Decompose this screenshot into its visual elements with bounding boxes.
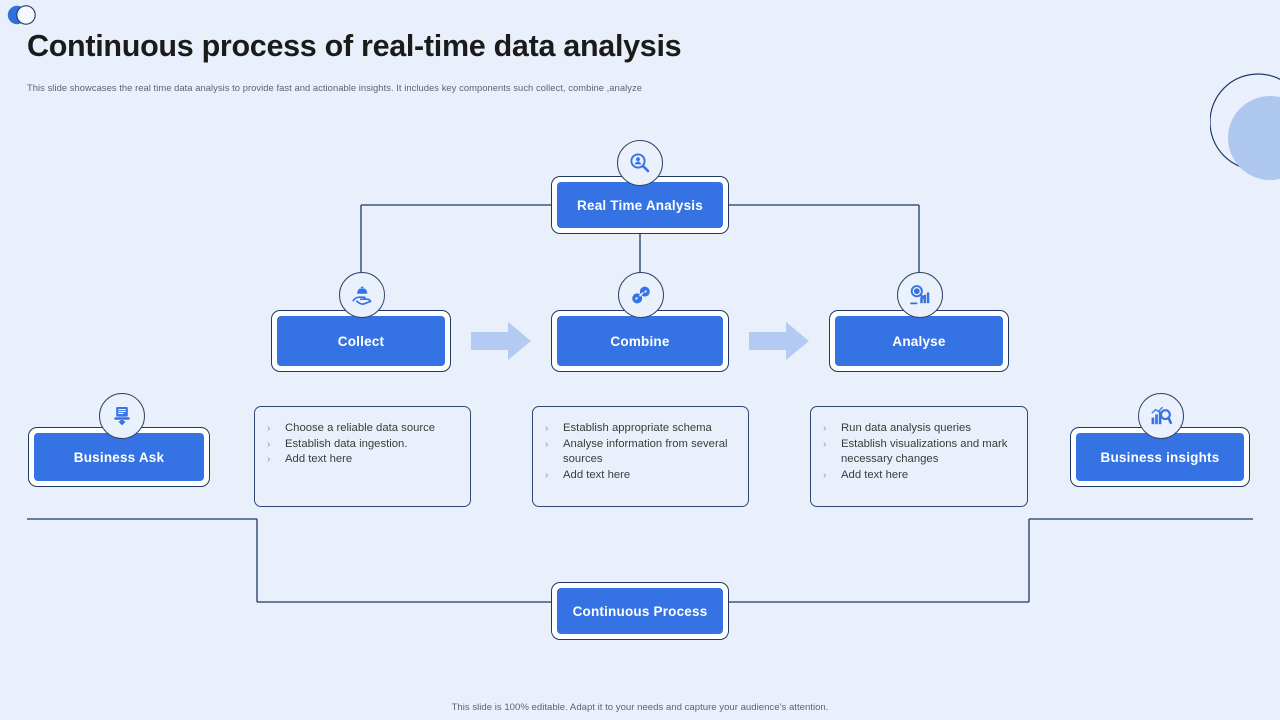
node-label: Business Ask bbox=[34, 433, 204, 481]
chevron-bullet-icon: › bbox=[267, 423, 271, 434]
chevron-bullet-icon: › bbox=[545, 469, 549, 481]
node-real-time-analysis[interactable]: Real Time Analysis bbox=[551, 176, 729, 234]
arrow-combine-to-analyse bbox=[749, 322, 809, 360]
node-analyse[interactable]: Analyse bbox=[829, 310, 1009, 372]
bar-chart-magnifier-icon bbox=[1138, 393, 1184, 439]
node-label: Analyse bbox=[835, 316, 1003, 366]
bullet-text: Analyse information from several sources bbox=[563, 437, 728, 466]
merge-arrows-icon bbox=[618, 272, 664, 318]
list-item: › Add text here bbox=[823, 468, 1015, 484]
card-collect-details: › Choose a reliable data source › Establ… bbox=[254, 406, 471, 507]
card-combine-details: › Establish appropriate schema › Analyse… bbox=[532, 406, 749, 507]
node-collect[interactable]: Collect bbox=[271, 310, 451, 372]
list-item: › Establish appropriate schema bbox=[545, 421, 736, 437]
node-label: Continuous Process bbox=[557, 588, 723, 634]
card-analyse-details: › Run data analysis queries › Establish … bbox=[810, 406, 1028, 507]
node-label: Business insights bbox=[1076, 433, 1244, 481]
footer-note: This slide is 100% editable. Adapt it to… bbox=[451, 702, 829, 713]
list-item: › Choose a reliable data source bbox=[267, 421, 458, 437]
node-continuous-process[interactable]: Continuous Process bbox=[551, 582, 729, 640]
bullet-list: › Choose a reliable data source › Establ… bbox=[267, 421, 458, 468]
chevron-bullet-icon: › bbox=[545, 438, 549, 450]
bullet-text: Run data analysis queries bbox=[841, 422, 971, 434]
bullet-text: Choose a reliable data source bbox=[285, 422, 436, 434]
bullet-text: Add text here bbox=[563, 468, 631, 481]
node-label: Combine bbox=[557, 316, 723, 366]
arrow-collect-to-combine bbox=[471, 322, 531, 360]
list-item: › Add text here bbox=[545, 468, 736, 484]
two-overlapping-circles-logo bbox=[7, 5, 36, 25]
magnifier-bar-chart-icon bbox=[897, 272, 943, 318]
bullet-list: › Run data analysis queries › Establish … bbox=[823, 421, 1015, 483]
page-title: Continuous process of real-time data ana… bbox=[27, 29, 682, 63]
list-item: › Run data analysis queries bbox=[823, 421, 1015, 437]
bullet-text: Establish visualizations and mark necess… bbox=[841, 437, 1008, 466]
node-label: Real Time Analysis bbox=[557, 182, 723, 228]
chevron-bullet-icon: › bbox=[545, 423, 549, 434]
list-item: › Add text here bbox=[267, 452, 458, 468]
bullet-list: › Establish appropriate schema › Analyse… bbox=[545, 421, 736, 483]
chevron-bullet-icon: › bbox=[267, 454, 271, 466]
bullet-text: Establish appropriate schema bbox=[563, 422, 712, 434]
page-subtitle: This slide showcases the real time data … bbox=[27, 82, 642, 93]
chevron-bullet-icon: › bbox=[823, 423, 827, 434]
document-download-icon bbox=[99, 393, 145, 439]
chevron-bullet-icon: › bbox=[267, 438, 271, 450]
node-label: Collect bbox=[277, 316, 445, 366]
hand-bag-icon bbox=[339, 272, 385, 318]
list-item: › Establish data ingestion. bbox=[267, 437, 458, 453]
bullet-text: Add text here bbox=[841, 468, 909, 481]
magnifier-person-icon bbox=[617, 140, 663, 186]
chevron-bullet-icon: › bbox=[823, 438, 827, 450]
chevron-bullet-icon: › bbox=[823, 469, 827, 481]
list-item: › Establish visualizations and mark nece… bbox=[823, 437, 1015, 468]
bullet-text: Add text here bbox=[285, 453, 353, 466]
list-item: › Analyse information from several sourc… bbox=[545, 437, 736, 468]
bullet-text: Establish data ingestion. bbox=[285, 437, 408, 450]
node-combine[interactable]: Combine bbox=[551, 310, 729, 372]
